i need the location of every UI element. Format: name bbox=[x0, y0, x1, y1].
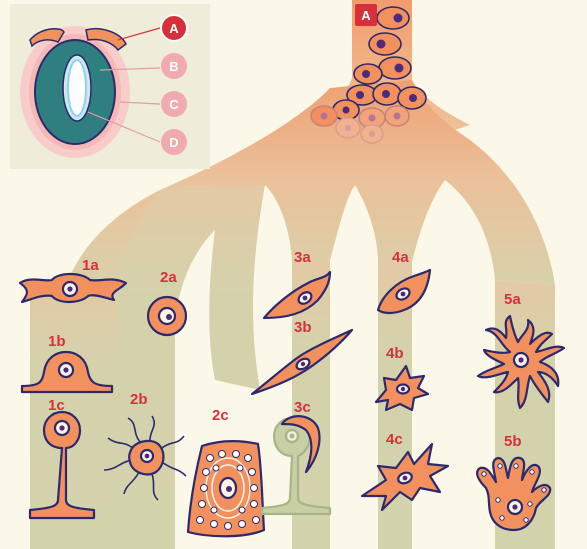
label-1c: 1c bbox=[48, 397, 65, 414]
label-5a: 5a bbox=[504, 291, 521, 308]
label-3b: 3b bbox=[294, 319, 312, 336]
label-1b: 1b bbox=[48, 333, 66, 350]
origin-badge: A bbox=[355, 4, 377, 26]
inset-label-d: D bbox=[161, 129, 187, 155]
inset-label-b: B bbox=[161, 53, 187, 79]
label-1a: 1a bbox=[82, 257, 99, 274]
label-4c: 4c bbox=[386, 431, 403, 448]
label-4a: 4a bbox=[392, 249, 409, 266]
label-5b: 5b bbox=[504, 433, 522, 450]
label-4b: 4b bbox=[386, 345, 404, 362]
svg-text:B: B bbox=[169, 59, 178, 74]
inset-label-a: A bbox=[161, 15, 187, 41]
label-3c: 3c bbox=[294, 399, 311, 416]
label-2b: 2b bbox=[130, 391, 148, 408]
inset-label-c: C bbox=[161, 91, 187, 117]
label-2c: 2c bbox=[212, 407, 229, 424]
label-2a: 2a bbox=[160, 269, 177, 286]
origin-badge-label: A bbox=[361, 8, 371, 23]
svg-text:D: D bbox=[169, 135, 178, 150]
label-3a: 3a bbox=[294, 249, 311, 266]
cell-2c bbox=[188, 441, 264, 536]
svg-text:C: C bbox=[169, 97, 179, 112]
svg-text:A: A bbox=[169, 21, 179, 36]
